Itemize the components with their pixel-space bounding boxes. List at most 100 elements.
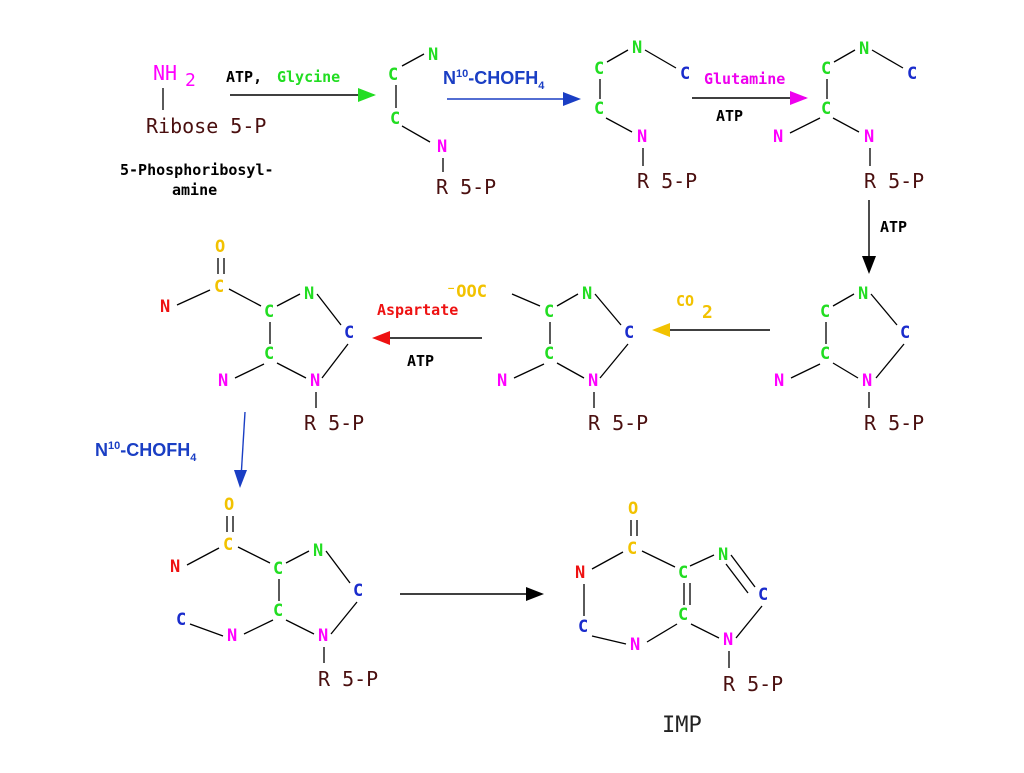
- step-2-arrow: N10-CHOFH4: [443, 68, 581, 106]
- atom-c: C: [820, 302, 830, 322]
- atom-c: C: [821, 99, 831, 119]
- arrow-head: [234, 470, 247, 488]
- step4-cofactor-atp: ATP: [880, 218, 907, 236]
- atom-n: N: [864, 127, 874, 147]
- atom-c: C: [594, 99, 604, 119]
- atom-n: N: [170, 557, 180, 577]
- structure-fgam: C N C C N N R 5-P: [773, 39, 924, 193]
- arrow-head: [372, 331, 390, 345]
- arrow-head: [790, 91, 808, 105]
- step-3-arrow: Glutamine ATP: [692, 70, 808, 125]
- atom-c: C: [388, 65, 398, 85]
- atom-c: C: [678, 605, 688, 625]
- arrow-head: [358, 88, 376, 102]
- atom-n: N: [437, 137, 447, 157]
- atom-c: C: [344, 323, 354, 343]
- structure-fgar: C N C C N R 5-P: [594, 38, 697, 193]
- atom-c: C: [264, 302, 274, 322]
- structure-cair: ⁻OOC N C C C N N R 5-P: [446, 282, 648, 435]
- step-7-arrow: N10-CHOFH4: [95, 411, 247, 488]
- atom-n: N: [304, 284, 314, 304]
- atom-n: N: [582, 284, 592, 304]
- atom-n: N: [774, 371, 784, 391]
- atom-n: N: [313, 541, 323, 561]
- step2-reagent: N10-CHOFH4: [443, 68, 545, 92]
- atom-n: N: [497, 371, 507, 391]
- step3-reagent-glutamine: Glutamine: [704, 70, 785, 88]
- compound-name-line2: amine: [172, 181, 217, 199]
- structure-prpp-amine: NH 2 Ribose 5-P 5-Phosphoribosyl- amine: [120, 61, 274, 199]
- atom-c: C: [214, 277, 224, 297]
- atom-n: N: [862, 371, 872, 391]
- carboxylate-label: ⁻OOC: [446, 282, 487, 302]
- atom-n: N: [859, 39, 869, 59]
- ribose-label: Ribose 5-P: [146, 114, 266, 138]
- atom-c: C: [907, 64, 917, 84]
- atom-c: C: [900, 323, 910, 343]
- step6-cofactor-atp: ATP: [407, 352, 434, 370]
- atom-o: O: [224, 495, 234, 515]
- atom-c: C: [390, 109, 400, 129]
- structure-imp: O C N N C C C C N N R 5-P IMP: [575, 499, 783, 738]
- atom-n: N: [723, 630, 733, 650]
- nh2-label: NH: [153, 61, 177, 85]
- atom-c: C: [627, 539, 637, 559]
- ribose-group: R 5-P: [436, 175, 496, 199]
- atom-c: C: [544, 344, 554, 364]
- structure-aicar: O C N N C C C N N R 5-P: [160, 237, 364, 435]
- step5-reagent-co2: CO: [676, 292, 694, 310]
- compound-name-line1: 5-Phosphoribosyl-: [120, 161, 274, 179]
- arrow-head: [862, 256, 876, 274]
- atom-n: N: [588, 371, 598, 391]
- atom-c: C: [273, 601, 283, 621]
- atom-c: C: [273, 559, 283, 579]
- arrow-head: [652, 323, 670, 337]
- atom-c: C: [680, 64, 690, 84]
- ribose-group: R 5-P: [588, 411, 648, 435]
- step-4-arrow: ATP: [862, 200, 907, 274]
- step-8-arrow: [400, 587, 544, 601]
- structure-faicar: O C N N C C C C N N R 5-P: [170, 495, 378, 691]
- atom-n: N: [318, 626, 328, 646]
- atom-o: O: [628, 499, 638, 519]
- arrow-shaft: [240, 411, 246, 479]
- atom-c: C: [544, 302, 554, 322]
- step7-reagent: N10-CHOFH4: [95, 440, 197, 464]
- atom-c: C: [678, 563, 688, 583]
- nh2-subscript: 2: [185, 70, 196, 91]
- atom-n: N: [632, 38, 642, 58]
- product-label: IMP: [662, 713, 702, 738]
- structure-gar: C N C N R 5-P: [388, 45, 496, 199]
- atom-c: C: [820, 344, 830, 364]
- step1-reagent-glycine: Glycine: [277, 68, 340, 86]
- ribose-group: R 5-P: [637, 169, 697, 193]
- ribose-group: R 5-P: [864, 169, 924, 193]
- structure-air: N C C C N N R 5-P: [774, 284, 924, 435]
- atom-n: N: [718, 545, 728, 565]
- step-6-arrow: Aspartate ATP: [372, 301, 482, 370]
- arrow-head: [526, 587, 544, 601]
- atom-n: N: [858, 284, 868, 304]
- atom-c: C: [223, 535, 233, 555]
- step6-reagent-aspartate: Aspartate: [377, 301, 458, 319]
- atom-n: N: [630, 635, 640, 655]
- atom-n: N: [428, 45, 438, 65]
- step1-reagent-atp: ATP,: [226, 68, 262, 86]
- atom-c: C: [264, 344, 274, 364]
- step5-reagent-subscript: 2: [702, 302, 713, 323]
- atom-n: N: [637, 127, 647, 147]
- ribose-group: R 5-P: [723, 672, 783, 696]
- atom-n: N: [160, 297, 170, 317]
- atom-n: N: [218, 371, 228, 391]
- atom-c: C: [758, 585, 768, 605]
- atom-c: C: [578, 617, 588, 637]
- ribose-group: R 5-P: [864, 411, 924, 435]
- step-5-arrow: CO 2: [652, 292, 770, 337]
- arrow-head: [563, 92, 581, 106]
- atom-n: N: [310, 371, 320, 391]
- step3-cofactor-atp: ATP: [716, 107, 743, 125]
- atom-n: N: [773, 127, 783, 147]
- ribose-group: R 5-P: [304, 411, 364, 435]
